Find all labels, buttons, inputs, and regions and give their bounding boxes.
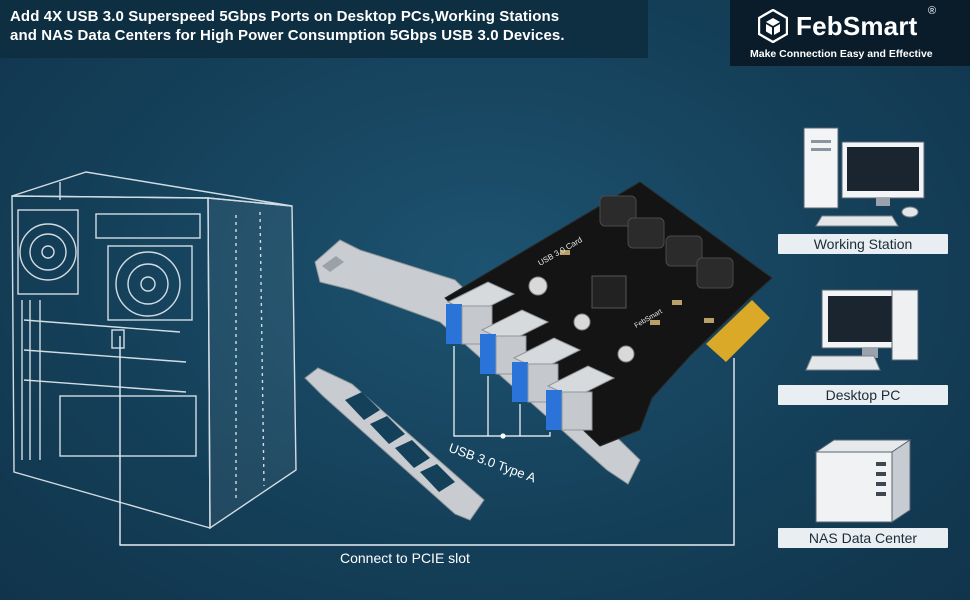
usb-card-pcb: USB 3.0 Card FebSmart: [444, 181, 773, 447]
registered-mark: ®: [928, 5, 937, 17]
desktop-pc-icon: [805, 289, 919, 371]
headline-line-2: and NAS Data Centers for High Power Cons…: [10, 27, 565, 44]
pcie-caption: Connect to PCIE slot: [340, 550, 470, 566]
label-nas-data-center: NAS Data Center: [778, 528, 948, 548]
pcie-connection-line: [119, 336, 735, 546]
label-desktop-pc: Desktop PC: [778, 385, 948, 405]
pc-tower-outline: [11, 171, 297, 530]
brand-tagline: Make Connection Easy and Effective: [750, 48, 933, 60]
label-working-station: Working Station: [778, 234, 948, 254]
usb-port-4: [546, 365, 616, 431]
spare-bracket: [304, 367, 485, 521]
usb-callout-lines: [453, 346, 551, 439]
hexagon-cube-icon: [758, 9, 788, 43]
working-station-icon: [803, 127, 925, 227]
nas-icon: [814, 439, 912, 523]
brand-name: FebSmart: [796, 11, 918, 41]
brand-block: FebSmart ® Make Connection Easy and Effe…: [730, 0, 970, 66]
headline-line-1: Add 4X USB 3.0 Superspeed 5Gbps Ports on…: [10, 8, 560, 25]
headline-bar: Add 4X USB 3.0 Superspeed 5Gbps Ports on…: [0, 0, 648, 58]
